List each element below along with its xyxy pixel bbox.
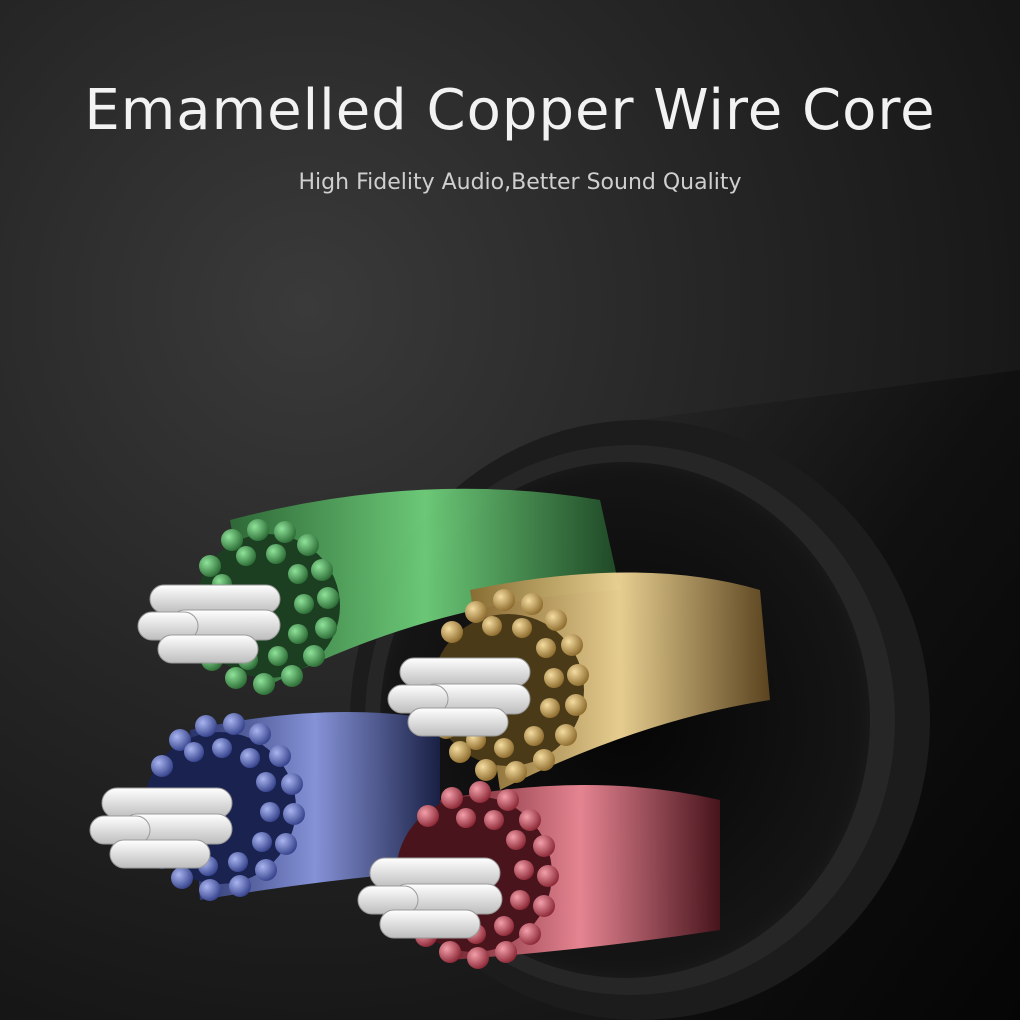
headline: Emamelled Copper Wire Core [84, 78, 936, 143]
subheadline: High Fidelity Audio,Better Sound Quality [298, 170, 742, 195]
